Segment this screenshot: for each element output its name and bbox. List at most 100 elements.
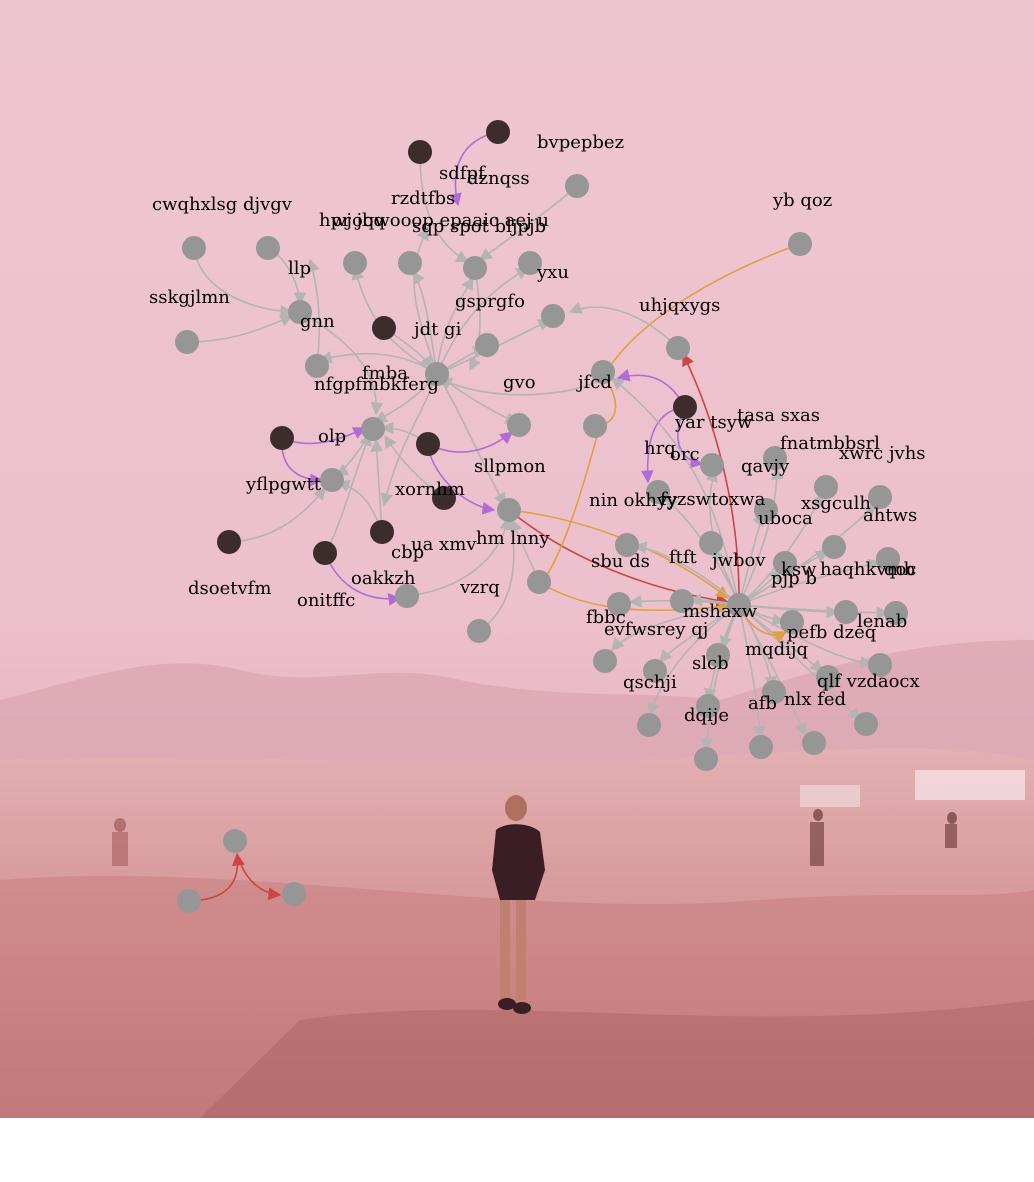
graph-node-qschji-2[interactable]	[637, 713, 661, 737]
graph-node-bvpepbez[interactable]	[486, 120, 510, 144]
graph-edge	[436, 267, 530, 375]
graph-node-bottom-a[interactable]	[223, 829, 247, 853]
graph-node-lenab[interactable]	[834, 600, 858, 624]
node-label: djvgv	[243, 194, 293, 215]
graph-node-afb-2[interactable]	[802, 731, 826, 755]
node-label: gnn	[300, 311, 335, 332]
node-label: sbu ds	[591, 551, 650, 572]
graph-node-ftft[interactable]	[699, 531, 723, 555]
node-label: gsprgfo	[455, 291, 525, 312]
graph-node-cwqhxlsg[interactable]	[182, 236, 206, 260]
beach-background-photo	[0, 0, 1034, 1118]
node-label: sqp spot bljpjb	[412, 216, 546, 237]
graph-node-evfwsrey-2[interactable]	[593, 649, 617, 673]
graph-node-dsoetvfm[interactable]	[217, 530, 241, 554]
graph-node-sqp-spot-bljpjb[interactable]	[463, 256, 487, 280]
node-label: sskgjlmn	[149, 287, 230, 308]
graph-node-fnatmbbsrl[interactable]	[763, 446, 787, 470]
graph-node-jfcd[interactable]	[591, 360, 615, 384]
graph-node-nlx-fed-2[interactable]	[854, 712, 878, 736]
node-label: dznqss	[467, 168, 530, 189]
graph-node-djvgv[interactable]	[256, 236, 280, 260]
node-label: ksw	[781, 559, 817, 580]
graph-node-yb-qoz[interactable]	[788, 232, 812, 256]
graph-node-qlf-vzdaocx[interactable]	[868, 653, 892, 677]
graph-node-afb-3[interactable]	[749, 735, 773, 759]
graph-node-haqhkvmb[interactable]	[884, 601, 908, 625]
graph-node-sbu-ds[interactable]	[615, 533, 639, 557]
graph-node-slcb[interactable]	[706, 643, 730, 667]
node-label: ftft	[669, 547, 698, 568]
node-label: yxu	[536, 262, 569, 283]
graph-edge	[228, 486, 326, 543]
graph-node-gnn[interactable]	[288, 300, 312, 324]
graph-node-pefb-dzeq[interactable]	[780, 610, 804, 634]
graph-node-uhjqxygs[interactable]	[666, 336, 690, 360]
graph-node-vzrq[interactable]	[527, 570, 551, 594]
graph-node-ksw[interactable]	[773, 551, 797, 575]
graph-node-gvo[interactable]	[475, 333, 499, 357]
graph-node-sllpmon[interactable]	[507, 413, 531, 437]
graph-node-ahtws[interactable]	[822, 535, 846, 559]
graph-edge	[647, 604, 740, 717]
graph-node-xornhm[interactable]	[432, 486, 456, 510]
graph-edge	[659, 604, 740, 663]
node-label: uhjqxygs	[639, 295, 720, 316]
graph-node-bottom-c[interactable]	[282, 882, 306, 906]
graph-node-qoc[interactable]	[876, 547, 900, 571]
graph-node-qschji[interactable]	[643, 659, 667, 683]
graph-node-uboca[interactable]	[754, 498, 778, 522]
graph-node-rzdtfbs[interactable]	[398, 251, 422, 275]
node-label: ahtws	[863, 505, 917, 526]
graph-node-wjoqwooop[interactable]	[518, 251, 542, 275]
graph-node-olp[interactable]	[361, 417, 385, 441]
graph-edge	[436, 276, 474, 375]
graph-node-dqije[interactable]	[696, 694, 720, 718]
graph-edge	[406, 516, 513, 597]
node-label: jdt gi	[412, 319, 462, 340]
graph-node-xwrc-jvhs[interactable]	[868, 485, 892, 509]
node-label: onitffc	[297, 590, 355, 611]
graph-node-jfcd-2[interactable]	[583, 414, 607, 438]
graph-node-xornhm-source[interactable]	[416, 432, 440, 456]
graph-node-fbbc[interactable]	[607, 592, 631, 616]
graph-node-oakkzh[interactable]	[395, 584, 419, 608]
node-label: ua xmv	[411, 534, 477, 555]
graph-node-onitffc[interactable]	[313, 541, 337, 565]
graph-node-hpr-jbq[interactable]	[343, 251, 367, 275]
graph-node-dqije-2[interactable]	[694, 747, 718, 771]
node-label: fbbc	[586, 607, 626, 628]
graph-node-yar-tsyw[interactable]	[673, 395, 697, 419]
graph-node-nfgpfmbkferg[interactable]	[425, 362, 449, 386]
node-label: haqhkvmb	[820, 559, 915, 580]
graph-node-gsprgfo[interactable]	[541, 304, 565, 328]
graph-node-evfwsrey-qj[interactable]	[670, 589, 694, 613]
node-label: qoc	[884, 559, 916, 580]
graph-edge	[544, 243, 801, 579]
graph-node-nlx-fed[interactable]	[816, 665, 840, 689]
graph-node-mshaxw[interactable]	[727, 593, 751, 617]
graph-node-nin-okhyy[interactable]	[646, 480, 670, 504]
graph-node-olp-source[interactable]	[270, 426, 294, 450]
node-label: fnatmbbsrl	[780, 433, 880, 454]
graph-node-bottom-b[interactable]	[177, 889, 201, 913]
graph-edge	[412, 270, 438, 375]
graph-node-jdt-gi[interactable]	[372, 316, 396, 340]
graph-node-vzrq-2[interactable]	[467, 619, 491, 643]
graph-node-dznqss[interactable]	[565, 174, 589, 198]
graph-node-yflpgwtt[interactable]	[320, 468, 344, 492]
node-label: olp	[318, 426, 346, 447]
node-label: qlf vzdaocx	[817, 671, 920, 692]
graph-node-sskgjlmn[interactable]	[175, 330, 199, 354]
graph-node-sdfpf[interactable]	[408, 140, 432, 164]
node-label: bvpepbez	[537, 132, 624, 153]
node-label: xornhm	[395, 479, 465, 500]
graph-node-qavjy[interactable]	[700, 453, 724, 477]
graph-node-cbp[interactable]	[370, 520, 394, 544]
graph-edge	[478, 185, 578, 261]
graph-node-xsgculh[interactable]	[814, 475, 838, 499]
graph-node-hm-lnny[interactable]	[497, 498, 521, 522]
graph-node-afb[interactable]	[762, 680, 786, 704]
graph-node-fmba[interactable]	[305, 354, 329, 378]
